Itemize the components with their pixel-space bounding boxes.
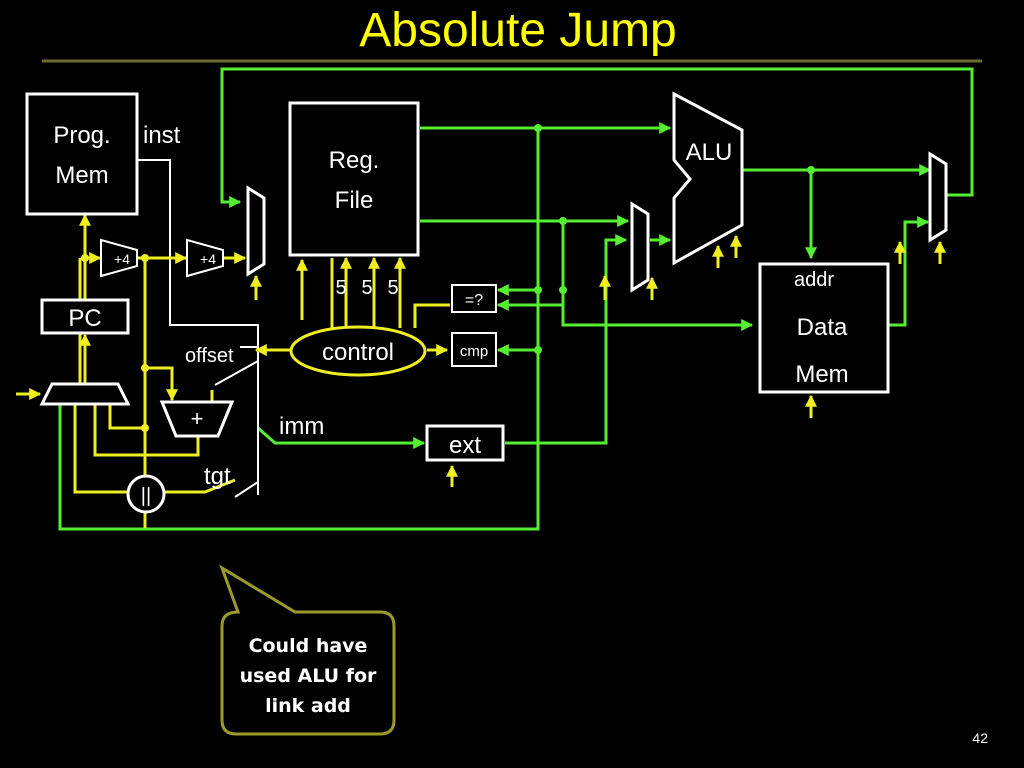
svg-text:Data: Data <box>797 314 848 341</box>
svg-text:=?: =? <box>465 292 483 309</box>
svg-text:control: control <box>322 339 394 366</box>
callout-bubble: Could have used ALU for link add <box>219 564 396 736</box>
svg-text:||: || <box>141 485 151 507</box>
page-number: 42 <box>972 730 988 746</box>
plus4-adder-2: +4 <box>186 238 224 278</box>
svg-text:+4: +4 <box>200 251 216 267</box>
svg-text:cmp: cmp <box>460 343 488 360</box>
svg-text:File: File <box>335 187 374 214</box>
svg-text:Mem: Mem <box>55 162 108 189</box>
green-wires <box>58 67 974 531</box>
reg-width-label: 5 <box>361 277 372 299</box>
callout-line: used ALU for <box>240 665 377 687</box>
slide-title: Absolute Jump <box>359 4 677 57</box>
cmp-block: cmp <box>451 332 497 367</box>
equal-compare-block: =? <box>451 284 497 313</box>
plus4-adder-1: +4 <box>100 238 138 278</box>
offset-adder: + <box>159 400 235 438</box>
prog-mem-block: Prog. Mem <box>25 92 139 216</box>
svg-text:Reg.: Reg. <box>329 147 380 174</box>
inst-label: inst <box>143 122 181 149</box>
pc-block: PC <box>40 298 130 335</box>
or-gate: || <box>126 474 166 514</box>
reg-file-block: Reg. File <box>288 101 420 257</box>
sign-extend-block: ext <box>425 424 505 462</box>
addr-label: addr <box>794 269 834 291</box>
pc-mux <box>39 382 131 406</box>
offset-label: offset <box>185 345 234 367</box>
svg-text:Mem: Mem <box>795 361 848 388</box>
svg-text:+: + <box>191 406 204 431</box>
control-unit: control <box>289 325 427 377</box>
imm-label: imm <box>279 413 324 440</box>
data-mem-block: Data Mem <box>758 262 890 394</box>
regfile-input-mux <box>246 185 266 277</box>
alu-b-mux <box>630 201 650 293</box>
callout-line: Could have <box>249 635 368 657</box>
junction-dots <box>81 124 815 432</box>
svg-text:+4: +4 <box>114 251 130 267</box>
callout-line: link add <box>265 695 351 717</box>
reg-width-label: 5 <box>387 277 398 299</box>
tgt-label: tgt <box>204 463 231 490</box>
writeback-mux <box>928 151 948 243</box>
reg-width-label: 5 <box>335 277 346 299</box>
svg-text:Prog.: Prog. <box>53 122 110 149</box>
alu-block: ALU <box>672 91 744 266</box>
svg-text:ext: ext <box>449 432 481 459</box>
svg-text:PC: PC <box>68 305 101 332</box>
svg-text:ALU: ALU <box>686 139 733 166</box>
